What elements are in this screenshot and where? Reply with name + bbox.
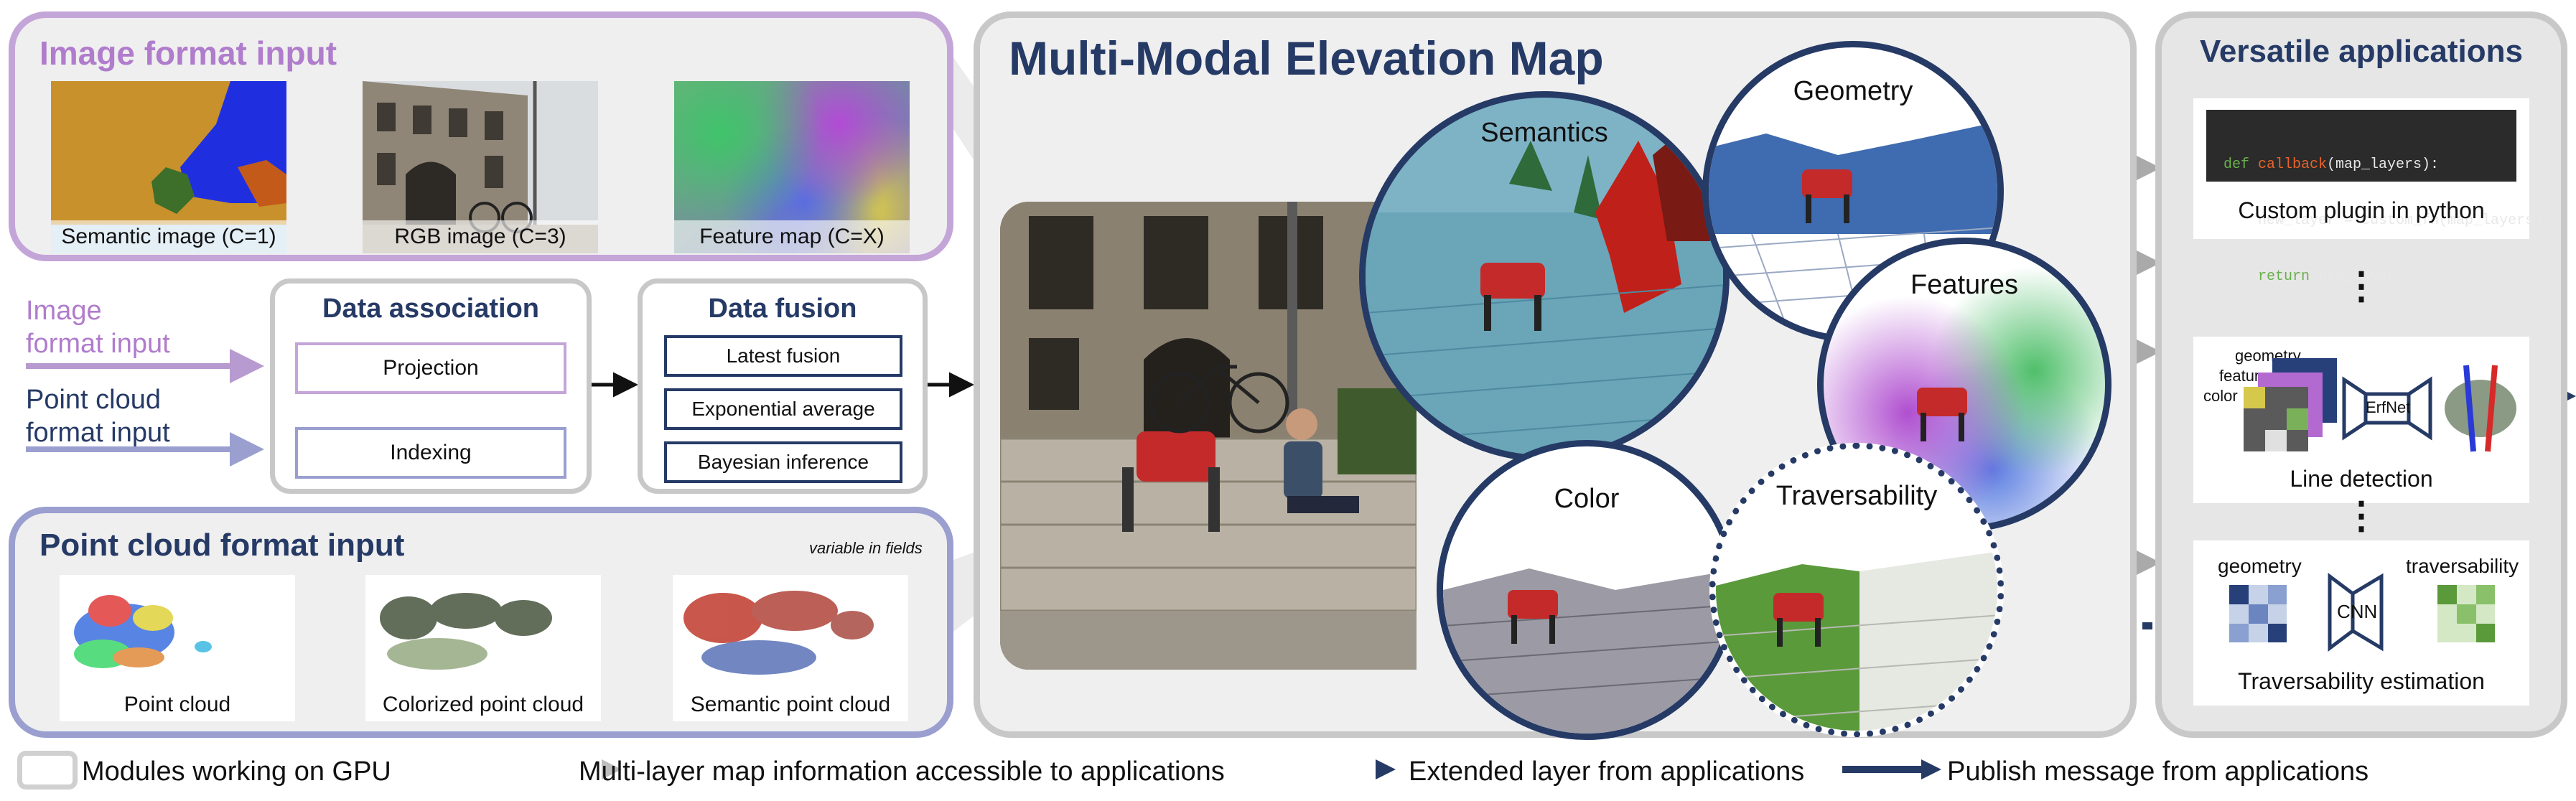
geometry-grid — [2229, 585, 2287, 642]
image-format-input-panel: Image format input Semantic image (C=1) — [9, 11, 953, 261]
semantics-layer-label: Semantics — [1480, 118, 1608, 148]
cnn-decoder — [2351, 573, 2384, 652]
line-detection-card: geometry feature color ErfNet Line detec… — [2193, 337, 2529, 503]
robot-icon-traversability — [1773, 593, 1824, 647]
erfnet-label: ErfNet — [2366, 398, 2411, 416]
variable-in-fields-note: variable in fields — [809, 539, 923, 557]
traversability-estimation-card: geometry traversability CNN Traversabili… — [2193, 540, 2529, 706]
code-line-3: return new_layer — [2223, 268, 2397, 285]
erfnet-encoder — [2342, 376, 2368, 441]
data-association-title: Data association — [322, 294, 539, 324]
traversability-grid — [2437, 585, 2495, 642]
feature-grid — [2244, 358, 2337, 451]
ellipsis-1: ⋮ — [2343, 266, 2380, 307]
code-line-2: new_layer = custom_fn(map_layers) — [2223, 212, 2543, 229]
colorized-point-cloud-graphic — [380, 593, 552, 670]
line-detection-caption: Line detection — [2290, 466, 2433, 492]
colorized-point-cloud-caption: Colorized point cloud — [365, 688, 601, 721]
color-layer-label: Color — [1554, 484, 1620, 514]
applications-panel: Versatile applications def callback(map_… — [2155, 11, 2567, 738]
applications-title: Versatile applications — [2200, 34, 2523, 69]
geometry-layer-label: Geometry — [1793, 76, 1913, 106]
legend-publish-arrow — [1842, 759, 1941, 779]
robot-icon-color — [1508, 590, 1558, 644]
data-fusion-title: Data fusion — [708, 294, 857, 324]
traversability-layer-circle: Traversability — [1709, 443, 2004, 737]
code-block: def callback(map_layers): new_layer = cu… — [2206, 110, 2542, 285]
indexing-box: Indexing — [295, 427, 566, 479]
semantic-point-cloud-graphic — [683, 591, 874, 675]
image-input-title: Image format input — [39, 34, 337, 72]
custom-plugin-card: def callback(map_layers): new_layer = cu… — [2193, 98, 2542, 285]
semantic-point-cloud-thumb: Semantic point cloud — [673, 575, 908, 721]
rgb-image-thumb: RGB image (C=3) — [363, 81, 598, 253]
color-label-ld: color — [2203, 387, 2238, 405]
code-line-1: def callback(map_layers): — [2223, 156, 2440, 173]
legend-gpu-swatch — [17, 751, 78, 790]
robot-icon-geometry — [1802, 169, 1852, 223]
robot-scene-graphic — [1000, 202, 1417, 670]
color-layer-circle: Color — [1437, 440, 1737, 740]
robot-icon-features — [1917, 388, 1967, 441]
semantic-point-cloud-caption: Semantic point cloud — [673, 688, 908, 721]
point-cloud-caption: Point cloud — [60, 688, 295, 721]
rgb-image-caption: RGB image (C=3) — [363, 220, 598, 253]
ellipsis-2: ⋮ — [2343, 495, 2380, 537]
bayesian-inference-box: Bayesian inference — [664, 441, 902, 483]
robot-scene-photo — [1000, 202, 1417, 670]
legend-publish-label: Publish message from applications — [1947, 756, 2369, 787]
latest-fusion-box: Latest fusion — [664, 335, 902, 377]
robot-icon-semantics — [1480, 263, 1545, 331]
point-cloud-thumb: Point cloud — [60, 575, 295, 721]
bicycle-figure — [1149, 364, 1289, 434]
legend-extended-arrow — [1266, 759, 1396, 779]
feature-map-caption: Feature map (C=X) — [674, 220, 910, 253]
semantics-layer-circle: Semantics — [1359, 91, 1730, 462]
semantic-image-thumb: Semantic image (C=1) — [51, 81, 286, 253]
semantic-image-caption: Semantic image (C=1) — [51, 220, 286, 253]
semantics-layer-graphic — [1366, 119, 1723, 455]
features-layer-graphic — [1917, 388, 1967, 441]
traversability-layer-label: Traversability — [1775, 481, 1938, 511]
point-cloud-format-input-panel: Point cloud format input variable in fie… — [9, 507, 953, 738]
robot-figure — [1122, 431, 1220, 532]
point-cloud-graphic — [74, 595, 212, 668]
colorized-point-cloud-thumb: Colorized point cloud — [365, 575, 601, 721]
features-layer-label: Features — [1910, 270, 2018, 300]
color-layer-graphic — [1443, 568, 1730, 734]
elevation-map-title: Multi-Modal Elevation Map — [1009, 32, 1604, 85]
person-figure — [1284, 408, 1359, 513]
data-fusion-panel: Data fusion Latest fusion Exponential av… — [638, 278, 928, 494]
image-format-input-label: Image format input — [26, 296, 170, 359]
traversability-label-te: traversability — [2406, 555, 2519, 577]
line-detection-output — [2445, 365, 2516, 452]
feature-map-thumb: Feature map (C=X) — [674, 81, 910, 253]
legend-multilayer-label: Multi-layer map information accessible t… — [579, 756, 1225, 787]
line-detection-graphic — [2244, 358, 2516, 452]
traversability-estimation-caption: Traversability estimation — [2238, 668, 2485, 694]
geometry-label-te: geometry — [2218, 555, 2302, 577]
erfnet-decoder — [2407, 376, 2432, 441]
geometry-layer-graphic — [1709, 121, 1997, 336]
legend-gpu-label: Modules working on GPU — [82, 756, 391, 787]
legend-extended-label: Extended layer from applications — [1409, 756, 1805, 787]
legend-multilayer-arrow — [439, 759, 622, 779]
exponential-average-box: Exponential average — [664, 388, 902, 430]
traversability-layer-graphic — [1716, 551, 1997, 731]
cnn-label: CNN — [2337, 601, 2378, 622]
traversability-estimation-graphic — [2229, 573, 2495, 652]
data-association-panel: Data association Projection Indexing — [270, 278, 592, 494]
point-cloud-format-input-label: Point cloud format input — [26, 385, 170, 448]
elevation-map-panel: Multi-Modal Elevation Map — [974, 11, 2137, 740]
projection-box: Projection — [295, 342, 566, 394]
point-cloud-input-title: Point cloud format input — [39, 528, 405, 563]
custom-plugin-caption: Custom plugin in python — [2238, 197, 2485, 223]
